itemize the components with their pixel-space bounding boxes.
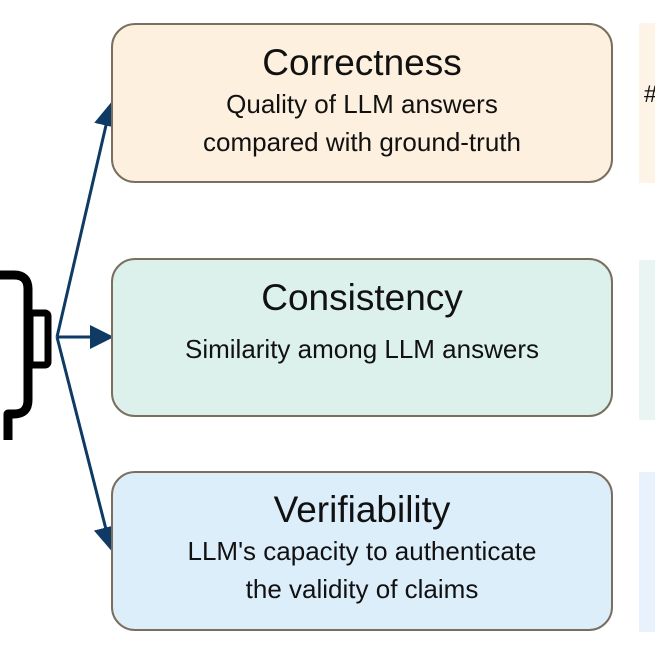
correctness-title: Correctness <box>262 42 462 83</box>
consistency-box: Consistency Similarity among LLM answers <box>111 258 613 417</box>
correctness-box: Correctness Quality of LLM answers compa… <box>111 23 613 183</box>
side-panel-text: # <box>644 81 655 109</box>
verifiability-desc-line-2: the validity of claims <box>245 574 479 604</box>
robot-icon <box>0 270 52 440</box>
verifiability-box: Verifiability LLM's capacity to authenti… <box>111 471 613 631</box>
consistency-title: Consistency <box>261 277 463 318</box>
correctness-desc-line-1: Quality of LLM answers <box>226 89 498 119</box>
correctness-desc-line-2: compared with ground-truth <box>203 127 521 157</box>
side-panel-correctness: # <box>639 23 655 183</box>
side-panel-verifiability <box>639 472 655 632</box>
verifiability-title: Verifiability <box>273 489 451 530</box>
arrow-to-correctness <box>55 102 118 338</box>
arrow-to-verifiability <box>55 336 118 551</box>
side-panel-consistency <box>639 260 655 420</box>
consistency-desc-line-1: Similarity among LLM answers <box>184 334 539 364</box>
verifiability-desc-line-1: LLM's capacity to authenticate <box>187 536 537 566</box>
